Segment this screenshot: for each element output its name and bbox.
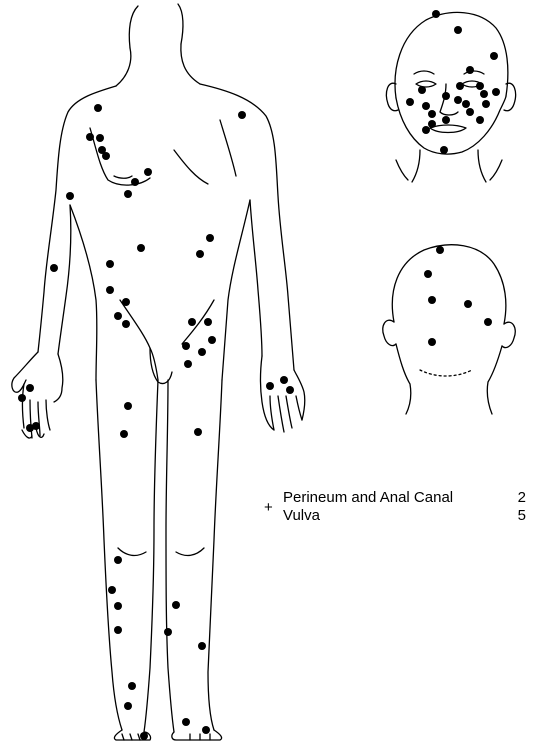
face-front-outline bbox=[386, 12, 515, 182]
legend-item-perineum: Perineum and Anal Canal 2 bbox=[283, 489, 526, 507]
lesion-dots bbox=[18, 10, 500, 740]
legend-item-count: 2 bbox=[518, 489, 526, 506]
legend-item-count: 5 bbox=[518, 507, 526, 524]
legend-item-label: Perineum and Anal Canal bbox=[283, 489, 453, 506]
legend-item-label: Vulva bbox=[283, 507, 320, 524]
legend-item-vulva: Vulva 5 bbox=[283, 507, 526, 525]
head-back-outline bbox=[383, 245, 516, 414]
legend-plus-symbol: + bbox=[264, 499, 273, 516]
body-front-outline bbox=[12, 4, 305, 740]
